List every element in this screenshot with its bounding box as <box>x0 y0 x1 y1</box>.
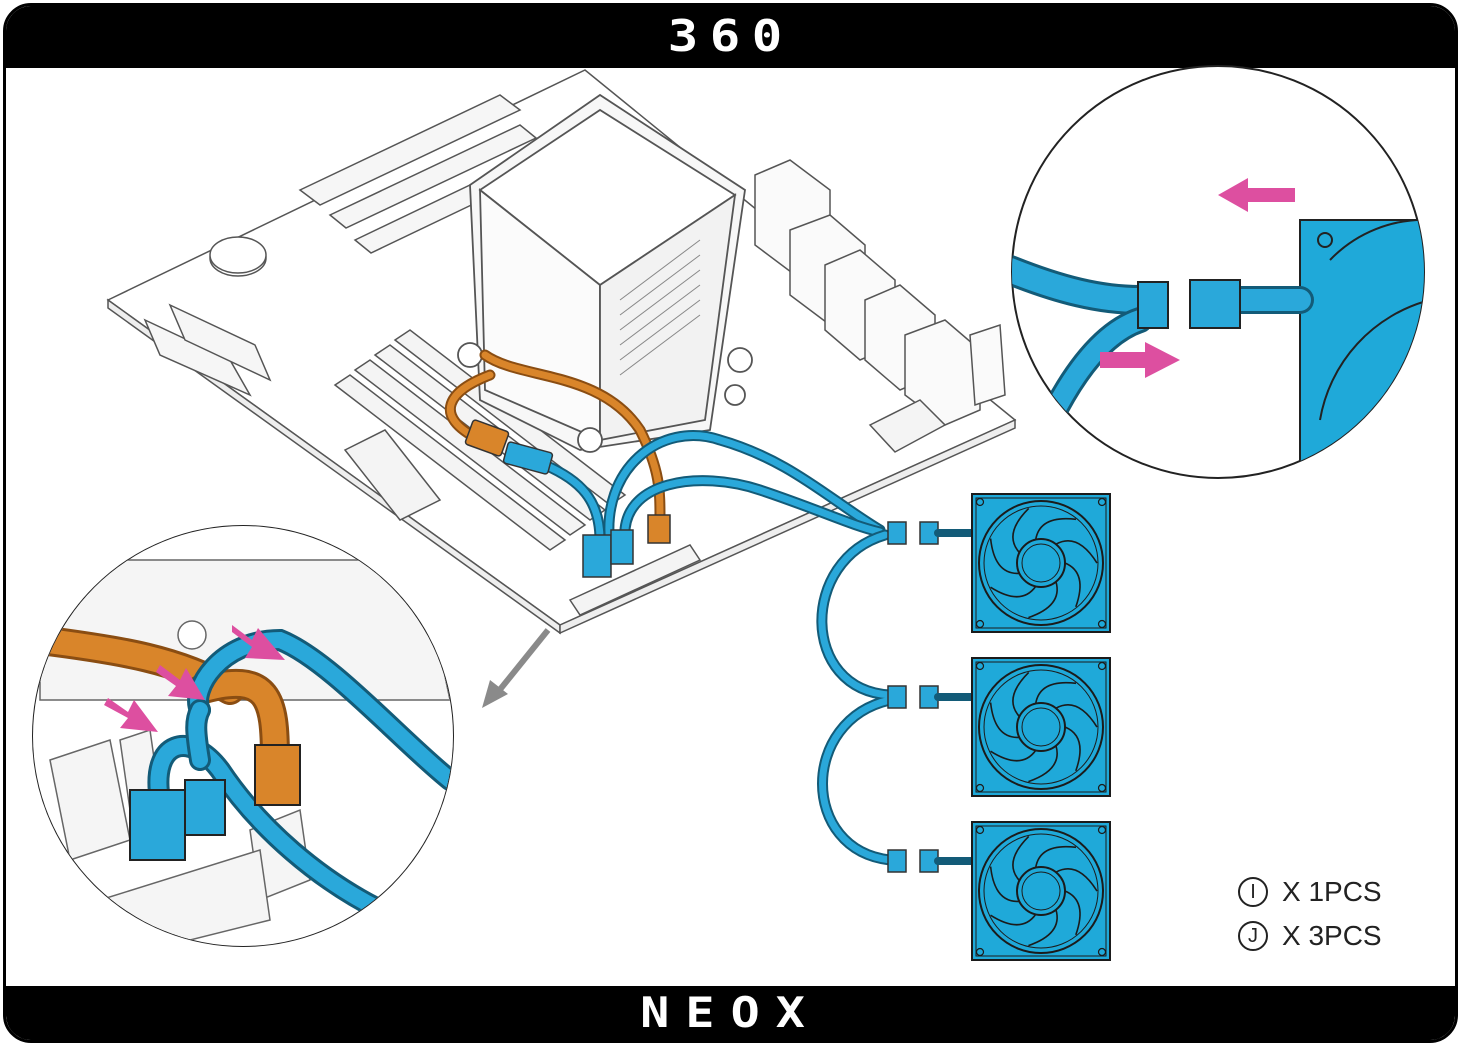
header-bar: 360 <box>6 6 1455 68</box>
case-fan <box>971 493 1111 633</box>
footer-bar: NEOX <box>6 986 1455 1040</box>
case-fan <box>971 821 1111 961</box>
part-i-quantity: X 1PCS <box>1282 876 1382 907</box>
zoom-detail-connector <box>1011 65 1425 479</box>
legend-row-i: I X 1PCS <box>1238 870 1382 914</box>
zoom-arrow <box>482 628 551 708</box>
part-i-badge: I <box>1238 877 1268 907</box>
part-j-badge: J <box>1238 921 1268 951</box>
fan-daisy-chain-cable <box>816 521 976 873</box>
part-j-quantity: X 3PCS <box>1282 920 1382 951</box>
fan-cable-main <box>502 430 886 578</box>
case-fan <box>971 657 1111 797</box>
zoom-detail-header <box>32 525 454 947</box>
pump-head <box>457 93 753 453</box>
parts-legend: I X 1PCS J X 3PCS <box>1238 870 1382 958</box>
header-title: 360 <box>667 11 794 62</box>
footer-brand: NEOX <box>640 988 821 1037</box>
legend-row-j: J X 3PCS <box>1238 914 1382 958</box>
fans <box>971 493 1111 961</box>
